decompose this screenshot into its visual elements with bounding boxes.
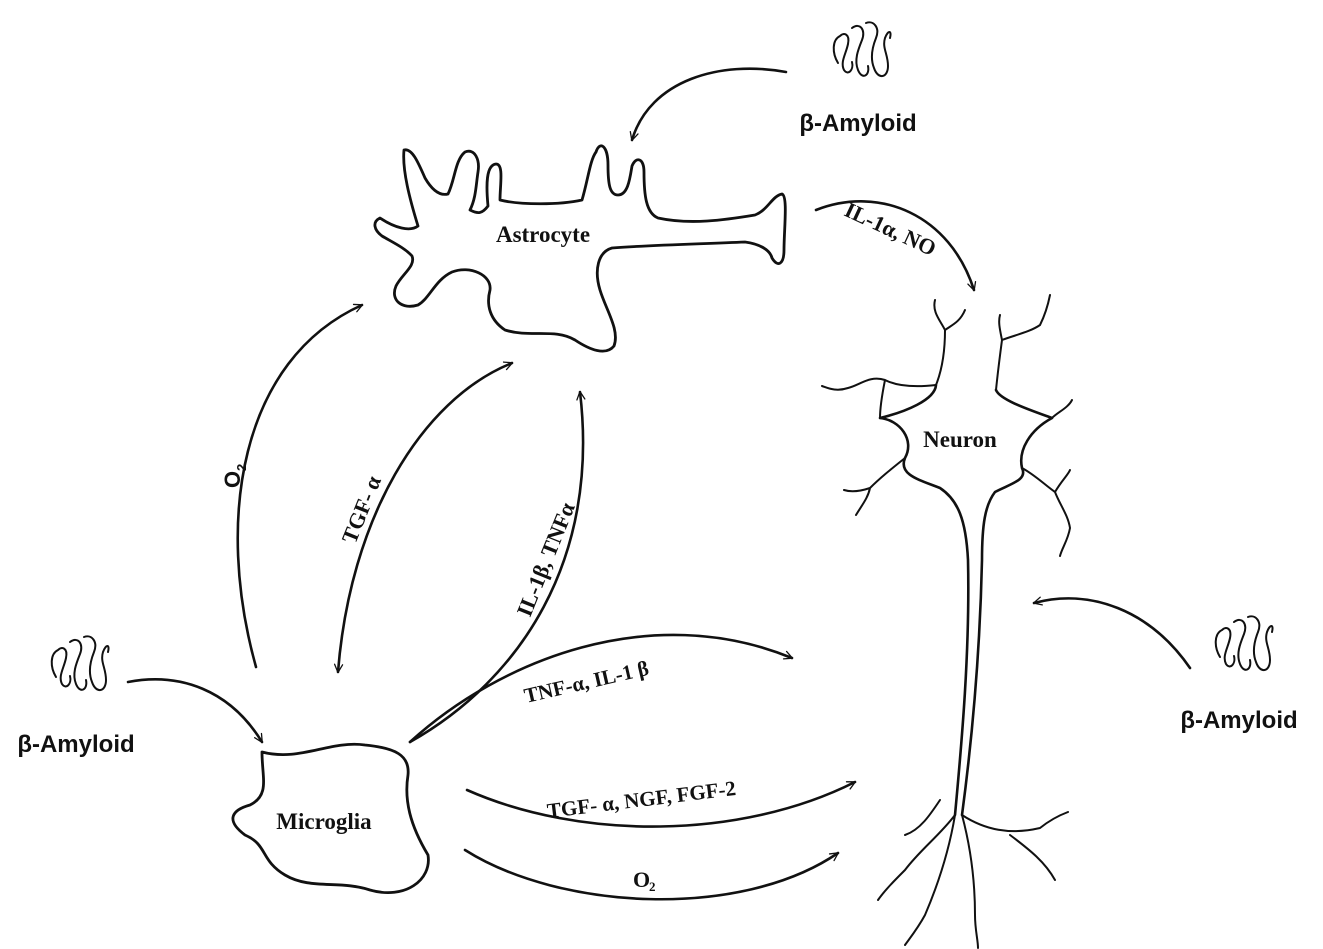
microglia-label: Microglia bbox=[276, 809, 372, 834]
signal-label-tnfa-il1b: TNF-α, IL-1 β bbox=[522, 656, 651, 708]
astrocyte-label: Astrocyte bbox=[496, 222, 590, 247]
signal-label-tgf-ngf-fgf2: TGF- α, NGF, FGF-2 bbox=[546, 776, 738, 823]
svg-text:2: 2 bbox=[649, 879, 656, 894]
amyloid-label-right: β-Amyloid bbox=[1180, 707, 1297, 734]
arrow-amyloid-to-neuron bbox=[1034, 598, 1190, 668]
svg-text:2: 2 bbox=[234, 464, 249, 471]
arrow-amyloid-to-microglia bbox=[128, 679, 262, 742]
neuron-label: Neuron bbox=[923, 427, 997, 452]
amyloid-fibril-icon-left bbox=[52, 636, 109, 690]
amyloid-label-top: β-Amyloid bbox=[799, 110, 916, 137]
svg-text:O: O bbox=[220, 471, 245, 488]
neuron-axon-terminals bbox=[878, 800, 1068, 948]
amyloid-fibril-icon-top bbox=[834, 22, 891, 76]
signal-label-o2-neuron: O 2 bbox=[633, 867, 656, 894]
arrow-astrocyte-to-neuron bbox=[816, 201, 974, 290]
neuron-dendrites-top bbox=[822, 295, 1072, 418]
svg-text:O: O bbox=[633, 867, 650, 892]
signal-label-o2-astrocyte: O 2 bbox=[220, 464, 249, 488]
arrow-microglia-to-astrocyte-o2 bbox=[238, 305, 362, 667]
amyloid-fibril-icon-right bbox=[1216, 616, 1273, 670]
astrocyte-cell: Astrocyte bbox=[375, 146, 785, 351]
microglia-cell: Microglia bbox=[233, 744, 428, 892]
amyloid-label-left: β-Amyloid bbox=[17, 731, 134, 758]
arrow-amyloid-to-astrocyte bbox=[632, 69, 786, 140]
neuron-cell: Neuron bbox=[822, 295, 1072, 948]
